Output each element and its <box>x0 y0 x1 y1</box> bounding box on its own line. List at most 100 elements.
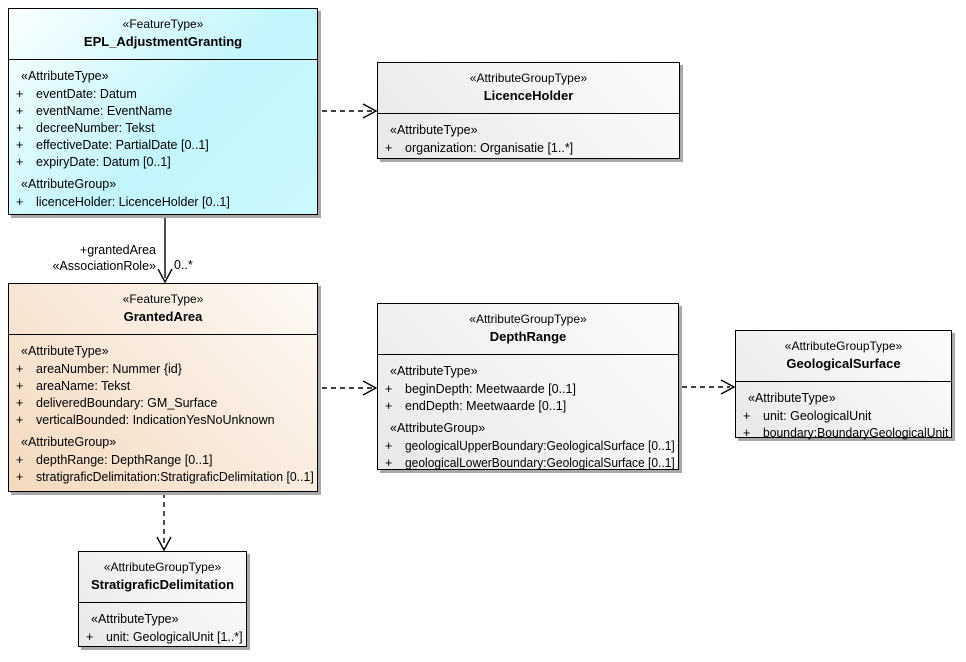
attribute-text: areaNumber: Nummer {id} <box>36 362 182 376</box>
connector-grantedarea-to-stratigraficdelimitation[interactable] <box>156 493 172 552</box>
class-stereotype: «AttributeGroupType» <box>469 71 588 85</box>
attribute-row: + geologicalLowerBoundary:GeologicalSurfa… <box>383 455 675 472</box>
attribute-row: + geologicalUpperBoundary:GeologicalSurfa… <box>383 438 675 455</box>
attribute-text: depthRange: DepthRange [0..1] <box>36 453 213 467</box>
section-label: «AttributeType» <box>748 391 836 405</box>
attribute-text: areaName: Tekst <box>36 379 131 393</box>
visibility-marker: + <box>16 453 24 467</box>
section-label: «AttributeGroup» <box>21 177 117 191</box>
attribute-row: + stratigraficDelimitation:StratigraficDe… <box>14 469 314 486</box>
visibility-marker: + <box>385 141 393 155</box>
section-label: «AttributeType» <box>21 69 109 83</box>
attribute-row: + eventName: EventName <box>14 103 312 120</box>
class-epl-adjustmentgranting[interactable]: «FeatureType» EPL_AdjustmentGranting «At… <box>8 8 318 215</box>
association-multiplicity: 0..* <box>174 258 193 272</box>
association-role-name: +grantedArea <box>79 243 156 257</box>
attribute-row: + effectiveDate: PartialDate [0..1] <box>14 137 312 154</box>
visibility-marker: + <box>16 195 24 209</box>
visibility-marker: + <box>16 155 24 169</box>
attribute-row: + areaNumber: Nummer {id} <box>14 361 312 378</box>
attribute-row: +licenceHolder: LicenceHolder [0..1] <box>14 194 312 211</box>
attribute-row: + boundary:BoundaryGeologicalUnit <box>741 425 949 442</box>
class-header: «FeatureType» GrantedArea <box>9 284 317 335</box>
attribute-text: unit: GeologicalUnit [1..*] <box>106 630 243 644</box>
connector-depthrange-to-geologicalsurface[interactable] <box>682 379 736 395</box>
attribute-row: + deliveredBoundary: GM_Surface <box>14 395 312 412</box>
attribute-row: + endDepth: Meetwaarde [0..1] <box>383 398 673 415</box>
section-label: «AttributeGroup» <box>21 435 117 449</box>
visibility-marker: + <box>385 456 393 470</box>
class-depthrange[interactable]: «AttributeGroupType» DepthRange «Attribu… <box>377 303 679 470</box>
class-name: EPL_AdjustmentGranting <box>83 34 243 49</box>
class-stereotype: «AttributeGroupType» <box>784 339 903 353</box>
visibility-marker: + <box>16 379 24 393</box>
section-label: «AttributeType» <box>21 344 109 358</box>
class-attribute-compartment: «AttributeType»+organization: Organisati… <box>378 114 679 160</box>
visibility-marker: + <box>16 396 24 410</box>
visibility-marker: + <box>16 104 24 118</box>
class-header: «AttributeGroupType» StratigraficDelimit… <box>79 552 246 603</box>
attribute-row: +unit: GeologicalUnit <box>741 408 946 425</box>
connector-epl-to-licenceholder[interactable] <box>322 103 378 119</box>
visibility-marker: + <box>385 399 393 413</box>
attribute-text: organization: Organisatie [1..*] <box>405 141 574 155</box>
class-header: «AttributeGroupType» LicenceHolder <box>378 63 679 114</box>
visibility-marker: + <box>86 630 94 644</box>
class-stereotype: «FeatureType» <box>122 292 204 306</box>
attribute-text: effectiveDate: PartialDate [0..1] <box>36 138 209 152</box>
class-licenceholder[interactable]: «AttributeGroupType» LicenceHolder «Attr… <box>377 62 680 159</box>
connector-grantedarea-to-depthrange[interactable] <box>322 380 378 396</box>
attribute-row: + areaName: Tekst <box>14 378 312 395</box>
attribute-row: + unit: GeologicalUnit [1..*] <box>84 629 243 646</box>
class-name: DepthRange <box>489 329 567 344</box>
class-header: «FeatureType» EPL_AdjustmentGranting <box>9 9 317 60</box>
association-stereotype: «AssociationRole» <box>52 259 156 273</box>
visibility-marker: + <box>385 439 393 453</box>
attribute-row: + decreeNumber: Tekst <box>14 120 312 137</box>
attribute-text: boundary:BoundaryGeologicalUnit <box>763 426 949 440</box>
attribute-text: endDepth: Meetwaarde [0..1] <box>405 399 567 413</box>
visibility-marker: + <box>16 121 24 135</box>
class-name: GrantedArea <box>123 309 203 324</box>
attribute-text: beginDepth: Meetwaarde [0..1] <box>405 382 576 396</box>
attribute-text: eventDate: Datum <box>36 87 137 101</box>
attribute-text: deliveredBoundary: GM_Surface <box>36 396 218 410</box>
class-name: StratigraficDelimitation <box>90 577 235 592</box>
class-geologicalsurface[interactable]: «AttributeGroupType» GeologicalSurface «… <box>735 330 952 440</box>
class-stereotype: «AttributeGroupType» <box>103 560 222 574</box>
attribute-text: verticalBounded: IndicationYesNoUnknown <box>36 413 275 427</box>
visibility-marker: + <box>16 138 24 152</box>
class-attribute-compartment: «AttributeType»+unit: GeologicalUnit [1.… <box>79 603 246 649</box>
attribute-text: stratigraficDelimitation:StratigraficDel… <box>36 470 314 484</box>
class-stereotype: «AttributeGroupType» <box>469 312 587 326</box>
class-stratigraficdelimitation[interactable]: «AttributeGroupType» StratigraficDelimit… <box>78 551 247 647</box>
visibility-marker: + <box>16 470 24 484</box>
attribute-row: + eventDate: Datum <box>14 86 312 103</box>
class-header: «AttributeGroupType» DepthRange <box>378 304 678 355</box>
section-label: «AttributeGroup» <box>390 421 486 435</box>
attribute-text: geologicalLowerBoundary:GeologicalSurfac… <box>405 456 675 470</box>
visibility-marker: + <box>16 87 24 101</box>
attribute-row: + depthRange: DepthRange [0..1] <box>14 452 312 469</box>
attribute-row: + expiryDate: Datum [0..1] <box>14 154 312 171</box>
class-attribute-compartment: «AttributeType» + eventDate: Datum + eventNa… <box>9 60 317 214</box>
attribute-row: +beginDepth: Meetwaarde [0..1] <box>383 381 673 398</box>
connector-epl-to-grantedarea[interactable] <box>157 215 173 284</box>
class-name: LicenceHolder <box>483 88 574 103</box>
attribute-text: geologicalUpperBoundary:GeologicalSurfac… <box>405 439 675 453</box>
attribute-row: + verticalBounded: IndicationYesNoUnknown <box>14 412 312 429</box>
class-grantedarea[interactable]: «FeatureType» GrantedArea «AttributeType… <box>8 283 318 492</box>
visibility-marker: + <box>16 362 24 376</box>
visibility-marker: + <box>743 426 751 440</box>
class-attribute-compartment: «AttributeType»+areaNumber: Nummer {id}+… <box>9 335 317 491</box>
class-attribute-compartment: «AttributeType»+beginDepth: Meetwaarde [… <box>378 355 678 475</box>
visibility-marker: + <box>16 413 24 427</box>
class-stereotype: «FeatureType» <box>122 17 204 31</box>
class-attribute-compartment: «AttributeType» +unit: GeologicalUnit+ bou… <box>736 382 951 445</box>
attribute-text: eventName: EventName <box>36 104 173 118</box>
attribute-text: decreeNumber: Tekst <box>36 121 155 135</box>
class-header: «AttributeGroupType» GeologicalSurface <box>736 331 951 382</box>
attribute-text: unit: GeologicalUnit <box>763 409 872 423</box>
attribute-text: expiryDate: Datum [0..1] <box>36 155 171 169</box>
